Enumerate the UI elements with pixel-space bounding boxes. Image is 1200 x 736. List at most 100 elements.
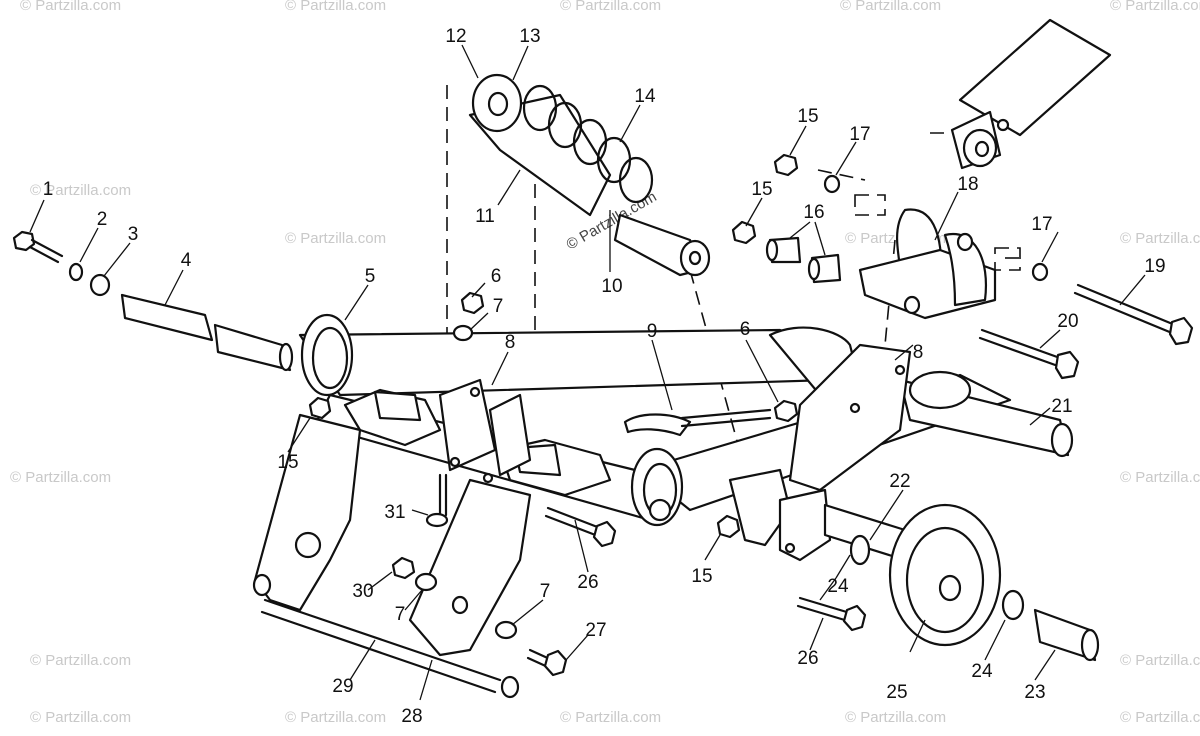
callout-15: 15 [797, 106, 818, 127]
bolt-31 [425, 473, 449, 528]
lower-hardware [391, 473, 617, 677]
callout-2: 2 [97, 209, 108, 230]
callout-10: 10 [601, 276, 622, 297]
watermark-text: © Partzilla.com [560, 709, 661, 726]
mount-bracket-18 [858, 208, 997, 320]
crossbar-mounts [343, 378, 612, 497]
spacer-23 [1033, 608, 1100, 662]
washer-3 [89, 273, 111, 297]
callout-24: 24 [971, 661, 993, 682]
callout-22: 22 [889, 471, 910, 492]
bolt-19 [1073, 283, 1194, 346]
callout-5: 5 [365, 266, 376, 287]
callout-13: 13 [519, 26, 540, 47]
watermark-text: © Partzilla.com [845, 709, 946, 726]
callout-16: 16 [803, 202, 824, 223]
bolt-1 [12, 230, 64, 264]
bushings-16 [765, 194, 1021, 284]
nut-15 [731, 220, 757, 245]
watermark-text: © Partzilla.com [285, 230, 386, 247]
lower-arm-28 [408, 478, 532, 699]
watermark-text: © Partzilla.com [1120, 469, 1200, 486]
callout-9: 9 [647, 321, 658, 342]
bolt-26 [544, 506, 617, 548]
callout-6: 6 [491, 266, 502, 287]
washer-2 [68, 262, 84, 282]
callout-7: 7 [395, 604, 406, 625]
washer-17 [823, 174, 841, 194]
washer-24 [1001, 589, 1025, 621]
nut-15 [716, 514, 741, 539]
callout-8: 8 [505, 332, 516, 353]
callout-30: 30 [352, 581, 373, 602]
callout-18: 18 [957, 174, 978, 195]
nut-6 [773, 399, 799, 423]
callout-23: 23 [1024, 682, 1045, 703]
callout-14: 14 [634, 86, 656, 107]
washer-7 [452, 324, 474, 342]
callout-24: 24 [827, 576, 849, 597]
upper-shock-end [950, 18, 1112, 170]
right-wheel-assembly [716, 468, 1100, 662]
watermark-text: © Partzilla.com [1120, 652, 1200, 669]
nut-15 [773, 153, 799, 177]
watermark-text: © Partzilla.com [560, 0, 661, 14]
watermark-text: © Partzilla.com [1120, 709, 1200, 726]
callout-7: 7 [493, 296, 504, 317]
watermark-text: © Partzilla.com [30, 652, 131, 669]
washer-7 [414, 572, 438, 592]
callout-11: 11 [475, 206, 495, 227]
callout-17: 17 [849, 124, 870, 145]
center-hardware [308, 291, 485, 420]
adjuster-9 [623, 399, 799, 437]
upper-hardware [731, 153, 1049, 282]
bolt-26 [796, 596, 867, 632]
lower-arm-29 [252, 413, 502, 694]
callout-26: 26 [797, 648, 818, 669]
callout-1: 1 [43, 179, 54, 200]
callout-19: 19 [1144, 256, 1165, 277]
shock-spring-14 [522, 84, 654, 204]
callout-15: 15 [691, 566, 712, 587]
callout-31: 31 [384, 502, 405, 523]
plate-8 [438, 378, 497, 472]
leader-lines [29, 44, 1146, 701]
callout-28: 28 [401, 706, 422, 727]
callout-6: 6 [740, 319, 751, 340]
spacer-tube-4 [120, 293, 294, 372]
callout-labels: 1 2 3 4 5 6 7 8 9 10 11 12 13 14 15 15 1… [43, 26, 1166, 727]
callout-4: 4 [181, 250, 192, 271]
nut-30 [391, 556, 416, 580]
callout-20: 20 [1057, 311, 1078, 332]
nut-15 [308, 396, 332, 420]
callout-27: 27 [585, 620, 606, 641]
callout-21: 21 [1051, 396, 1072, 417]
callout-26: 26 [577, 572, 598, 593]
watermark-text: © Partzilla.com [20, 0, 121, 14]
watermark-text: © Partzilla.com [285, 0, 386, 14]
callout-15: 15 [277, 452, 298, 473]
watermark-text: © Partzilla.com [30, 182, 131, 199]
callout-12: 12 [445, 26, 466, 47]
washer-17 [1031, 262, 1049, 282]
crossbar-frame [298, 328, 832, 397]
washer-7 [494, 620, 518, 640]
bolt-27 [526, 648, 568, 677]
watermark-text: © Partzilla.com [30, 709, 131, 726]
callout-25: 25 [886, 682, 907, 703]
callout-15: 15 [751, 179, 772, 200]
callout-3: 3 [128, 224, 139, 245]
shock-absorber [468, 73, 711, 277]
left-axle-assembly [12, 230, 294, 372]
callout-8: 8 [913, 342, 924, 363]
watermark-text: © Partzilla.com [10, 469, 111, 486]
callout-29: 29 [332, 676, 353, 697]
watermark-text: © Partzilla.com [1110, 0, 1200, 14]
nut-6 [460, 291, 485, 315]
end-cap-5 [300, 313, 354, 397]
callout-7: 7 [540, 581, 551, 602]
watermark-text: © Partzilla.com [840, 0, 941, 14]
idler-wheel-25 [888, 503, 1002, 647]
watermark-text: © Partzilla.com [285, 709, 386, 726]
